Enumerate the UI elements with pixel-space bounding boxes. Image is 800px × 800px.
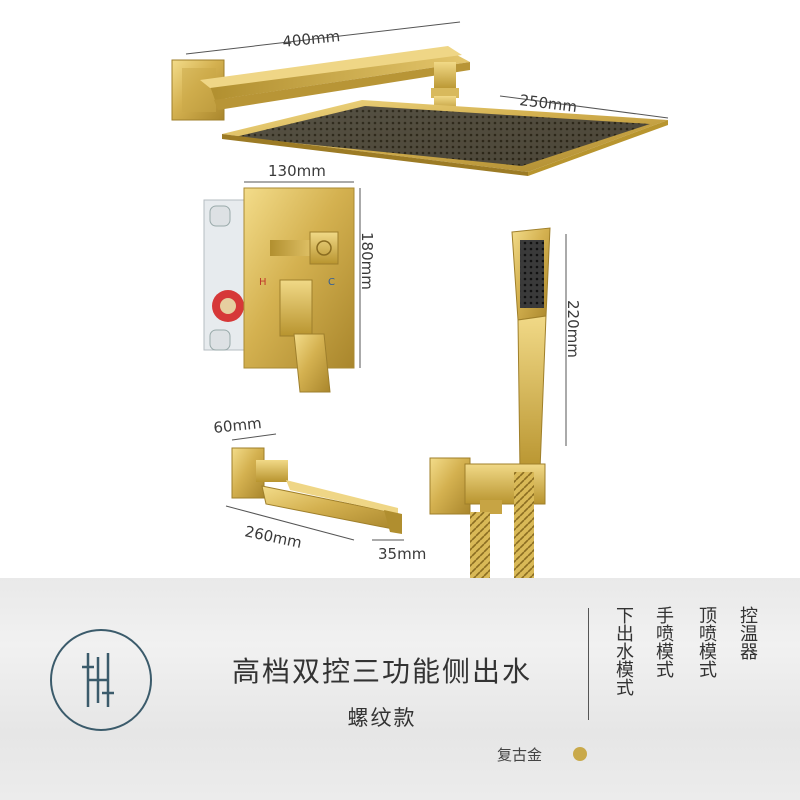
- hand-shower-length-label: 220mm: [564, 300, 582, 358]
- product-title: 高档双控三功能侧出水: [231, 655, 532, 688]
- hand-shower: [429, 227, 551, 582]
- product-info-banner: [0, 578, 800, 800]
- cold-marker: C: [328, 277, 335, 288]
- valve-width-label: 130mm: [268, 162, 326, 180]
- brand-logo-icon: [50, 629, 152, 731]
- spout-length-label: 260mm: [243, 522, 303, 552]
- mixing-valve: H C: [203, 187, 355, 393]
- color-swatch: [573, 747, 587, 761]
- arm-length-label: 400mm: [282, 27, 341, 51]
- product-subtitle: 螺纹款: [347, 706, 417, 730]
- color-name: 复古金: [497, 746, 543, 764]
- valve-height-label: 180mm: [358, 232, 376, 290]
- feature-divider: [588, 608, 589, 720]
- feature-hand-spray: 手喷模式: [653, 606, 674, 678]
- feature-top-spray: 顶喷模式: [696, 606, 717, 678]
- rain-shower-head: [171, 46, 668, 176]
- feature-thermostat: 控温器: [737, 606, 758, 660]
- spout-height-label: 35mm: [378, 545, 426, 563]
- tub-spout: [231, 447, 402, 534]
- hot-marker: H: [259, 277, 267, 288]
- feature-bottom-outlet: 下出水模式: [613, 606, 634, 696]
- spout-width-label: 60mm: [213, 414, 263, 437]
